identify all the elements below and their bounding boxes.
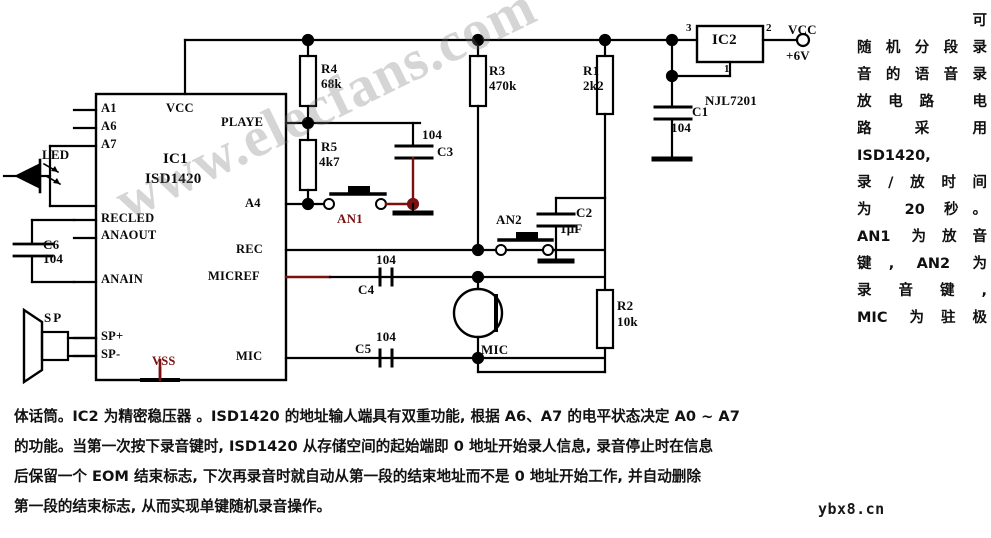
c6-value: 104 <box>43 251 64 266</box>
ic2-pin2-number: 2 <box>766 22 772 34</box>
r5-body <box>298 138 318 192</box>
pin-label-sp-plus: SP+ <box>101 329 124 343</box>
side-line-5: ISD1420, <box>857 148 931 164</box>
c6-ref: C6 <box>43 237 60 252</box>
r2-value: 10k <box>617 314 638 329</box>
c3-value: 104 <box>422 127 443 142</box>
side-line-11: MIC 为驻极 <box>857 310 987 326</box>
r5-ref: R5 <box>321 139 338 154</box>
side-line-7: 为 20 秒。 <box>857 202 987 218</box>
r2-ref: R2 <box>617 298 634 313</box>
ic2-part: NJL7201 <box>705 93 757 108</box>
side-line-0: 可 <box>972 13 988 29</box>
ic2-pin1-number: 1 <box>724 63 730 75</box>
pin-label-a7: A7 <box>101 137 117 151</box>
c2-value: 1μF <box>560 221 583 236</box>
r3-value: 470k <box>489 78 517 93</box>
pin-label-sp-minus: SP- <box>101 347 121 361</box>
ic2-ref: IC2 <box>712 32 737 48</box>
ic2-pin3-number: 3 <box>686 22 692 34</box>
c3-ref: C3 <box>437 144 454 159</box>
side-line-2: 音的语音录 <box>857 67 987 83</box>
schematic-svg <box>2 24 811 385</box>
pin-label-mic: MIC <box>236 349 263 363</box>
side-line-8: AN1 为放音 <box>857 229 987 245</box>
pin-label-a4: A4 <box>245 196 261 210</box>
c4-value: 104 <box>376 252 397 267</box>
pin-label-vcc: VCC <box>166 101 194 115</box>
body-line-2: 后保留一个 EOM 结束标志, 下次再录音时就自动从第一段的结束地址而不是 0 … <box>14 468 701 485</box>
side-line-10: 录 音 键 , <box>857 283 987 299</box>
r1-value: 2k2 <box>583 78 604 93</box>
pin-label-anaout: ANAOUT <box>101 228 157 242</box>
ic1-ref: IC1 <box>163 151 188 167</box>
pin-label-a6: A6 <box>101 119 117 133</box>
pin-label-rec: REC <box>236 242 263 256</box>
pin-label-a1: A1 <box>101 101 117 115</box>
ic2-body <box>695 24 765 64</box>
an1-label[interactable]: AN1 <box>337 211 363 226</box>
body-line-3: 第一段的结束标志, 从而实现单键随机录音操作。 <box>14 498 332 515</box>
c1-value: 104 <box>671 120 692 135</box>
description-paragraph: 体话筒。IC2 为精密稳压器 。ISD1420 的地址输人端具有双重功能, 根据… <box>14 402 978 522</box>
an2-label[interactable]: AN2 <box>496 212 522 227</box>
ic1-part: ISD1420 <box>145 171 202 187</box>
c5-ref: C5 <box>355 341 372 356</box>
pin-label-recled: RECLED <box>101 211 155 225</box>
supply-voltage-label: +6V <box>786 48 810 63</box>
c5-value: 104 <box>376 329 397 344</box>
vcc-terminal <box>795 32 811 48</box>
pin-label-playe: PLAYE <box>221 115 264 129</box>
pin-label-vss: VSS <box>152 354 176 368</box>
mic-label: MIC <box>481 342 509 357</box>
circuit-schematic: A1 A6 A7 RECLED ANAOUT ANAIN SP+ SP- VCC… <box>2 22 817 385</box>
r4-body <box>298 54 318 108</box>
r3-body <box>468 54 488 108</box>
r2-body <box>595 288 615 350</box>
c4-ref: C4 <box>358 282 375 297</box>
c2-ref: C2 <box>576 205 593 220</box>
r5-value: 4k7 <box>319 154 340 169</box>
r3-ref: R3 <box>489 63 506 78</box>
r1-ref: R1 <box>583 63 600 78</box>
r4-ref: R4 <box>321 61 338 76</box>
side-caption-column: 可 随机分段录 音的语音录 放电路 电 路 采 用 ISD1420, 录/放时间… <box>857 8 987 408</box>
sp-label: SP <box>44 310 64 325</box>
body-line-1: 的功能。当第一次按下录音键时, ISD1420 从存储空间的起始端即 0 地址开… <box>14 438 714 455</box>
pin-label-anain: ANAIN <box>101 272 143 286</box>
r4-value: 68k <box>321 76 342 91</box>
body-line-0: 体话筒。IC2 为精密稳压器 。ISD1420 的地址输人端具有双重功能, 根据… <box>14 408 740 425</box>
vcc-node-label: VCC <box>788 22 817 37</box>
side-line-4: 路 采 用 <box>857 121 987 137</box>
side-line-3: 放电路 电 <box>857 94 987 110</box>
side-line-9: 键, AN2 为 <box>857 256 987 272</box>
led-label: LED <box>42 147 70 162</box>
side-line-1: 随机分段录 <box>857 40 987 56</box>
c1-ref: C1 <box>692 104 709 119</box>
pin-label-micref: MICREF <box>208 269 260 283</box>
side-line-6: 录/放时间 <box>857 175 987 191</box>
